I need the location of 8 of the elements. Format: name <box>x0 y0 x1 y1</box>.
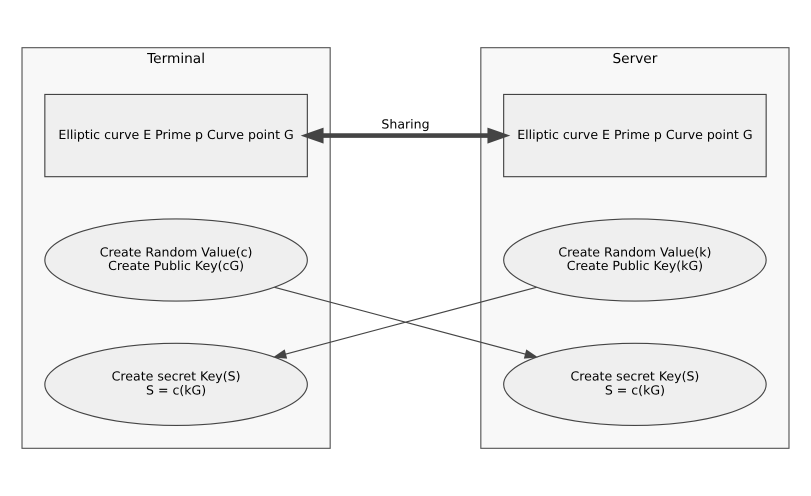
node-ellipse: Create Random Value(k) Create Public Key(kG) <box>503 218 767 302</box>
edge-label: Sharing <box>381 116 430 132</box>
node-ellipse: Create Random Value(c) Create Public Key(cG) <box>44 218 308 302</box>
node-ellipse: Create secret Key(S) S = c(kG) <box>503 342 767 426</box>
node-box: Elliptic curve E Prime p Curve point G <box>44 94 308 178</box>
node-box: Elliptic curve E Prime p Curve point G <box>503 94 767 178</box>
arrow <box>300 128 510 144</box>
node-ellipse: Create secret Key(S) S = c(kG) <box>44 342 308 426</box>
